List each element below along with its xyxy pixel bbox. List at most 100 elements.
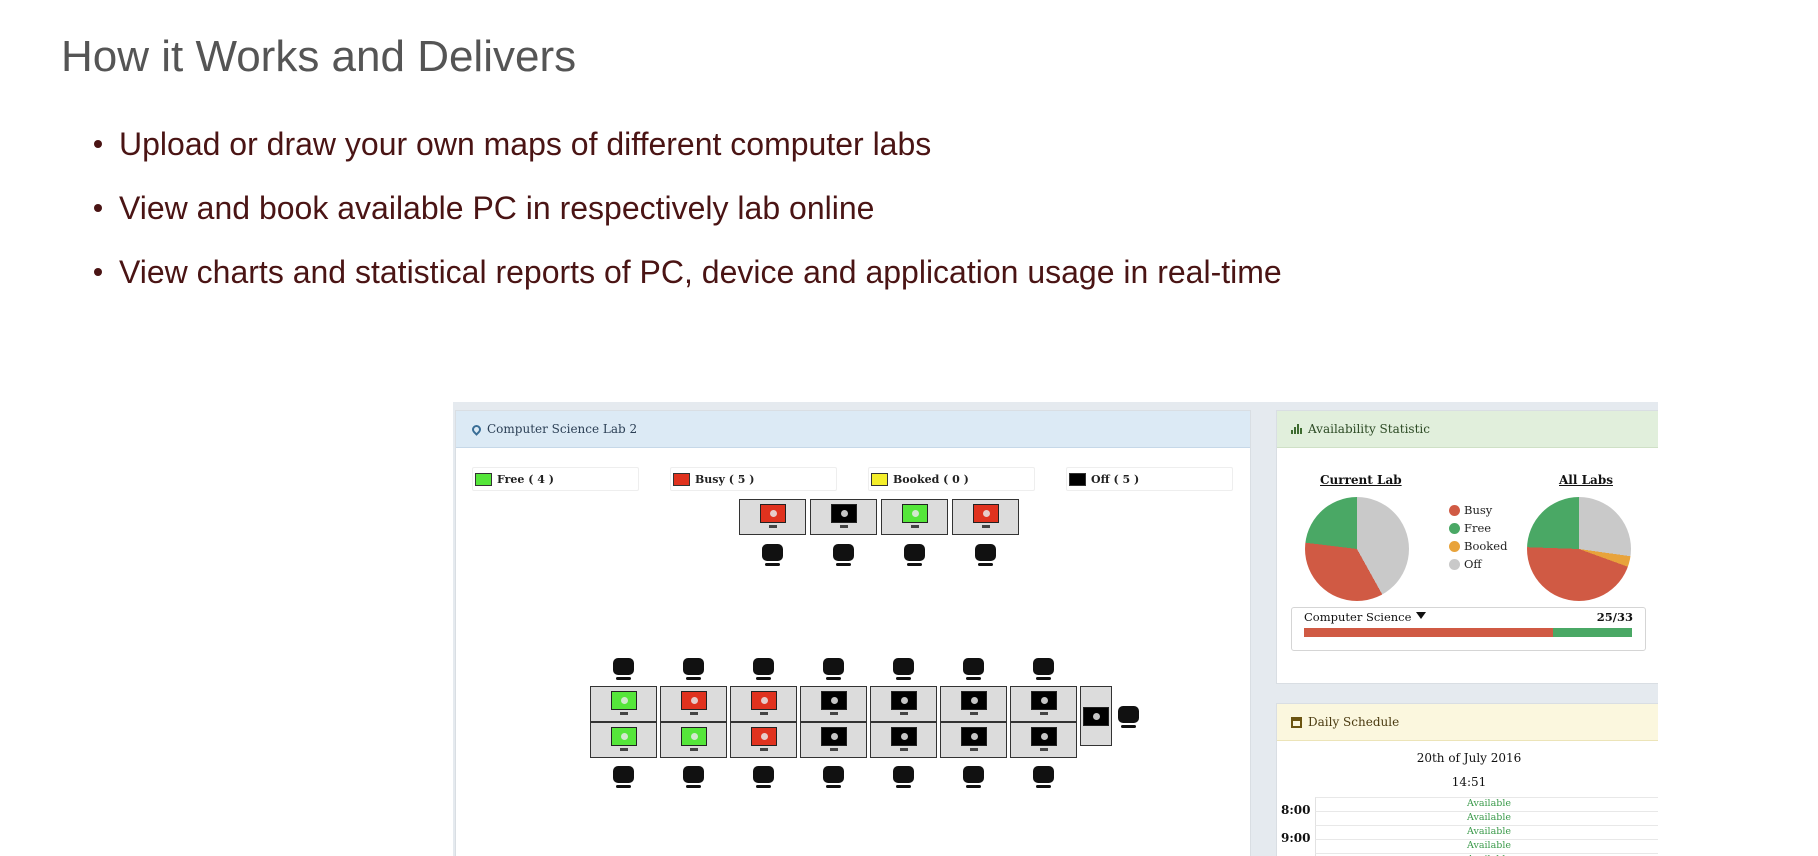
schedule-slot[interactable]: Available: [1315, 853, 1658, 856]
pc-station-busy[interactable]: [660, 686, 727, 722]
pc-station-free[interactable]: [590, 686, 657, 722]
chair-icon: [1114, 706, 1143, 728]
apple-logo-icon: [971, 697, 978, 704]
legend-label: Off: [1464, 557, 1482, 571]
monitor-stand: [620, 748, 628, 751]
legend-label: Off ( 5 ): [1091, 472, 1140, 486]
pc-station-off[interactable]: [1010, 686, 1077, 722]
monitor-stand: [900, 748, 908, 751]
monitor-icon: [1031, 727, 1057, 746]
legend-label: Busy: [1464, 503, 1493, 517]
monitor-icon: [760, 504, 786, 523]
all-labs-label: All Labs: [1559, 473, 1613, 487]
availability-title: Availability Statistic: [1308, 422, 1430, 436]
pc-station-busy[interactable]: [739, 499, 806, 535]
lab-usage-bar: [1304, 628, 1632, 637]
lab-title: Computer Science Lab 2: [487, 422, 638, 436]
chair-icon: [609, 766, 638, 788]
availability-header: Availability Statistic: [1277, 411, 1658, 448]
schedule-header: Daily Schedule: [1277, 704, 1658, 741]
monitor-stand: [840, 525, 848, 528]
legend-label: Free ( 4 ): [497, 472, 554, 486]
monitor-icon: [673, 472, 690, 486]
apple-logo-icon: [1041, 697, 1048, 704]
schedule-slot[interactable]: Available: [1315, 811, 1658, 825]
monitor-icon: [973, 504, 999, 523]
chair-icon: [1029, 658, 1058, 680]
chair-icon: [829, 544, 858, 566]
pc-station-busy[interactable]: [952, 499, 1019, 535]
chair-icon: [749, 658, 778, 680]
pc-station-off[interactable]: [810, 499, 877, 535]
apple-logo-icon: [691, 697, 698, 704]
monitor-icon: [1031, 691, 1057, 710]
feature-item: Upload or draw your own maps of differen…: [72, 126, 1282, 190]
legend-dot: [1449, 504, 1460, 516]
legend-item: Busy: [1449, 501, 1507, 519]
legend-dot: [1449, 540, 1460, 552]
monitor-icon: [871, 472, 888, 486]
bar-chart-icon: [1291, 424, 1302, 434]
lab-select-value: Computer Science: [1304, 610, 1412, 624]
pc-station-busy[interactable]: [730, 686, 797, 722]
map-marker-icon: [470, 422, 483, 436]
apple-logo-icon: [831, 697, 838, 704]
apple-logo-icon: [841, 510, 848, 517]
monitor-icon: [821, 691, 847, 710]
schedule-time: 14:51: [1451, 775, 1487, 789]
pc-station-free[interactable]: [881, 499, 948, 535]
availability-panel: Availability Statistic Current Lab All L…: [1276, 410, 1658, 684]
calendar-icon: [1291, 716, 1302, 728]
apple-logo-icon: [1041, 733, 1048, 740]
chair-icon: [679, 766, 708, 788]
pc-station-free[interactable]: [590, 722, 657, 758]
apple-logo-icon: [971, 733, 978, 740]
pc-station-off[interactable]: [870, 686, 937, 722]
chair-icon: [758, 544, 787, 566]
pc-station-off[interactable]: [800, 686, 867, 722]
pc-station-free[interactable]: [660, 722, 727, 758]
monitor-stand: [830, 712, 838, 715]
legend-item-free: Free ( 4 ): [472, 467, 639, 491]
pc-station-off[interactable]: [800, 722, 867, 758]
lab-usage-selector[interactable]: Computer Science 25/33: [1291, 607, 1646, 651]
legend-item-off: Off ( 5 ): [1066, 467, 1233, 491]
monitor-icon: [751, 727, 777, 746]
pc-station-off[interactable]: [1080, 686, 1112, 746]
feature-item: View charts and statistical reports of P…: [72, 254, 1282, 318]
monitor-icon: [681, 691, 707, 710]
monitor-stand: [760, 748, 768, 751]
monitor-stand: [760, 712, 768, 715]
legend-item: Off: [1449, 555, 1507, 573]
pc-station-busy[interactable]: [730, 722, 797, 758]
monitor-icon: [611, 727, 637, 746]
chair-icon: [1029, 766, 1058, 788]
pc-station-off[interactable]: [1010, 722, 1077, 758]
monitor-icon: [961, 727, 987, 746]
apple-logo-icon: [770, 510, 777, 517]
monitor-stand: [690, 712, 698, 715]
monitor-icon: [1069, 472, 1086, 486]
monitor-stand: [970, 748, 978, 751]
lab-select[interactable]: Computer Science: [1304, 610, 1427, 624]
apple-logo-icon: [901, 733, 908, 740]
chair-icon: [900, 544, 929, 566]
apple-logo-icon: [1093, 713, 1100, 720]
pc-station-off[interactable]: [940, 722, 1007, 758]
pc-station-off[interactable]: [940, 686, 1007, 722]
chair-icon: [959, 658, 988, 680]
monitor-icon: [475, 472, 492, 486]
chair-icon: [609, 658, 638, 680]
apple-logo-icon: [691, 733, 698, 740]
monitor-stand: [769, 525, 777, 528]
lab-dashboard-screenshot: Computer Science Lab 2 Free ( 4 )Busy ( …: [453, 402, 1658, 856]
schedule-title: Daily Schedule: [1308, 715, 1400, 729]
monitor-icon: [902, 504, 928, 523]
schedule-slot[interactable]: Available: [1315, 839, 1658, 853]
schedule-slot[interactable]: Available: [1315, 825, 1658, 839]
chair-icon: [889, 766, 918, 788]
monitor-icon: [891, 691, 917, 710]
pc-station-off[interactable]: [870, 722, 937, 758]
schedule-slot[interactable]: Available: [1315, 797, 1658, 811]
